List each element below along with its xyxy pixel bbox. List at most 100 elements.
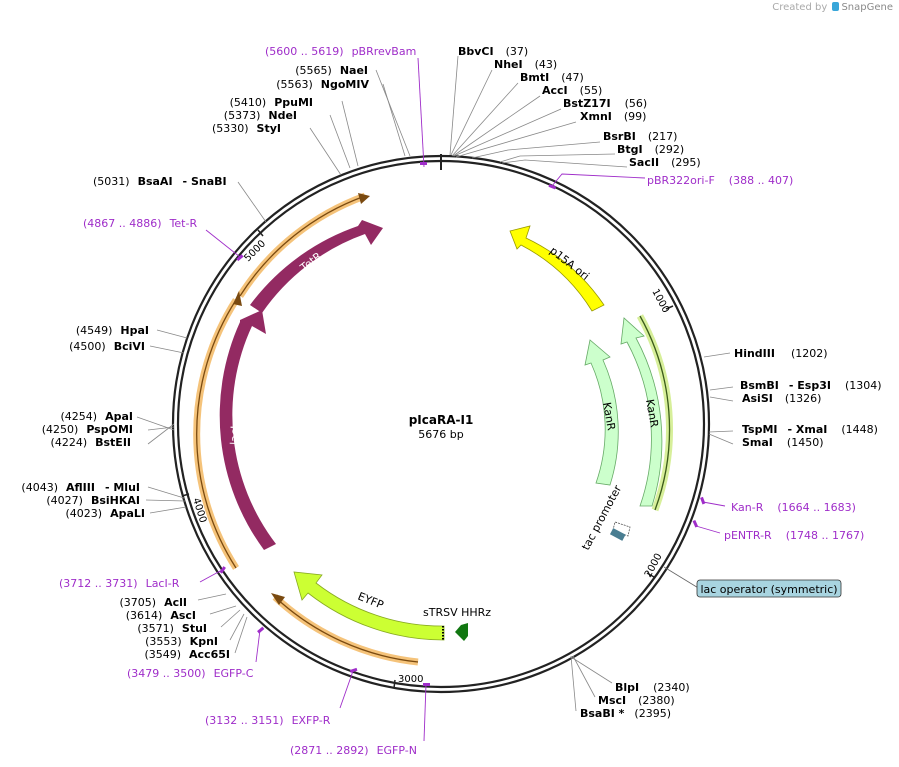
svg-text:(3712 .. 3731)LacI-R: (3712 .. 3731)LacI-R xyxy=(59,577,180,590)
enzyme-KpnI: KpnI xyxy=(190,635,218,648)
svg-text:(2871 .. 2892)EGFP-N: (2871 .. 2892)EGFP-N xyxy=(290,744,417,757)
enzyme-BlpI: BlpI xyxy=(615,681,639,694)
enzyme-BmtI: BmtI xyxy=(520,71,549,84)
primer-EGFP-C: EGFP-C xyxy=(214,667,254,680)
enzyme-AsiSI: AsiSI xyxy=(742,392,773,405)
svg-text:BtgI(292): BtgI(292) xyxy=(617,143,684,156)
svg-text:TspMI- XmaI(1448): TspMI- XmaI(1448) xyxy=(742,423,878,436)
enzyme-NaeI: NaeI xyxy=(340,64,368,77)
enzyme-PpuMI: PpuMI xyxy=(274,96,313,109)
svg-text:pENTR-R(1748 .. 1767): pENTR-R(1748 .. 1767) xyxy=(724,529,864,542)
primer-EGFP-N: EGFP-N xyxy=(377,744,417,757)
enzyme-BciVI: BciVI xyxy=(114,340,145,353)
enzyme-AccI: AccI xyxy=(542,84,568,97)
enzyme-MscI: MscI xyxy=(598,694,626,707)
svg-text:BmtI(47): BmtI(47) xyxy=(520,71,584,84)
enzyme-AclI: AclI xyxy=(164,596,187,609)
eyfp-label: EYFP xyxy=(356,590,386,612)
svg-text:(4250)PspOMI: (4250)PspOMI xyxy=(42,423,133,436)
svg-text:BsmBI- Esp3I(1304): BsmBI- Esp3I(1304) xyxy=(740,379,882,392)
svg-text:pBR322ori-F(388 .. 407): pBR322ori-F(388 .. 407) xyxy=(647,174,793,187)
svg-text:(5031)BsaAI- SnaBI: (5031)BsaAI- SnaBI xyxy=(93,175,227,188)
enzyme-ApaI: ApaI xyxy=(105,410,133,423)
svg-text:(3132 .. 3151)EXFP-R: (3132 .. 3151)EXFP-R xyxy=(205,714,331,727)
svg-text:AsiSI(1326): AsiSI(1326) xyxy=(742,392,821,405)
svg-text:(3479 .. 3500)EGFP-C: (3479 .. 3500)EGFP-C xyxy=(127,667,254,680)
svg-text:(5410)PpuMI: (5410)PpuMI xyxy=(230,96,313,109)
enzyme-AflIII: AflIII xyxy=(66,481,95,494)
lac-operator-label: lac operator (symmetric) xyxy=(700,583,837,596)
credit-brand: SnapGene xyxy=(841,2,893,13)
lacI-label: lacI xyxy=(228,426,242,446)
lac-operator-box xyxy=(696,579,842,598)
primer-EXFP-R: EXFP-R xyxy=(292,714,331,727)
primer-LacI-R: LacI-R xyxy=(146,577,180,590)
svg-text:(4867 .. 4886)Tet-R: (4867 .. 4886)Tet-R xyxy=(83,217,197,230)
enzyme-PspOMI: PspOMI xyxy=(86,423,133,436)
enzyme-HindIII: HindIII xyxy=(734,347,775,360)
primer-pENTR-R: pENTR-R xyxy=(724,529,772,542)
primer-Tet-R: Tet-R xyxy=(169,217,198,230)
enzyme-BtgI: BtgI xyxy=(617,143,643,156)
svg-text:NheI(43): NheI(43) xyxy=(494,58,557,71)
enzyme-BsaBI: BsaBI * xyxy=(580,707,625,720)
svg-text:XmnI(99): XmnI(99) xyxy=(580,110,646,123)
svg-text:(5330)StyI: (5330)StyI xyxy=(212,122,281,135)
enzyme-NgoMIV: NgoMIV xyxy=(321,78,370,91)
svg-text:(5565)NaeI: (5565)NaeI xyxy=(295,64,368,77)
svg-text:(4043)AflIII- MluI: (4043)AflIII- MluI xyxy=(21,481,140,494)
enzyme-SmaI: SmaI xyxy=(742,436,773,449)
kanR-inner-label: KanR xyxy=(600,401,618,432)
svg-text:(3549)Acc65I: (3549)Acc65I xyxy=(144,648,230,661)
plasmid-length: 5676 bp xyxy=(418,428,463,441)
svg-text:SacII(295): SacII(295) xyxy=(629,156,701,169)
sTRSV-HHRz-icon xyxy=(455,623,468,641)
svg-text:(4023)ApaLI: (4023)ApaLI xyxy=(66,507,146,520)
svg-text:(5373)NdeI: (5373)NdeI xyxy=(224,109,297,122)
primer-marks xyxy=(219,162,706,686)
enzyme-StuI: StuI xyxy=(182,622,207,635)
svg-text:(4224)BstEII: (4224)BstEII xyxy=(51,436,131,449)
enzyme-ApaLI: ApaLI xyxy=(110,507,145,520)
p15A-ori-arrow xyxy=(509,225,605,312)
svg-text:BstZ17I(56): BstZ17I(56) xyxy=(563,97,647,110)
svg-text:(4027)BsiHKAI: (4027)BsiHKAI xyxy=(46,494,140,507)
svg-text:(4549)HpaI: (4549)HpaI xyxy=(76,324,149,337)
enzyme-BsaAI: BsaAI xyxy=(138,175,173,188)
snapgene-credit: Created by SnapGene xyxy=(772,2,893,13)
enzyme-AscI: AscI xyxy=(170,609,196,622)
svg-text:(4500)BciVI: (4500)BciVI xyxy=(69,340,145,353)
svg-text:AccI(55): AccI(55) xyxy=(542,84,602,97)
enzyme-BsiHKAI: BsiHKAI xyxy=(91,494,140,507)
primer-Kan-R: Kan-R xyxy=(731,501,764,514)
sTRSV-HHRz-label: sTRSV HHRz xyxy=(423,606,491,619)
enzyme-NheI: NheI xyxy=(494,58,523,71)
kanR-inner-arrow xyxy=(584,339,619,486)
enzyme-NdeI: NdeI xyxy=(268,109,297,122)
svg-text:(3571)StuI: (3571)StuI xyxy=(137,622,207,635)
svg-text:(3553)KpnI: (3553)KpnI xyxy=(145,635,218,648)
svg-text:(3614)AscI: (3614)AscI xyxy=(126,609,196,622)
svg-text:BlpI(2340): BlpI(2340) xyxy=(615,681,690,694)
enzyme-XmnI: XmnI xyxy=(580,110,612,123)
kanR-outer-arrow xyxy=(620,317,663,507)
svg-text:(3705)AclI: (3705)AclI xyxy=(120,596,187,609)
svg-text:(5563)NgoMIV: (5563)NgoMIV xyxy=(276,78,369,91)
tetR-arrow xyxy=(250,220,383,313)
svg-text:Kan-R(1664 .. 1683): Kan-R(1664 .. 1683) xyxy=(731,501,856,514)
primer-leaders xyxy=(199,57,726,742)
svg-text:BbvCI(37): BbvCI(37) xyxy=(458,45,528,58)
svg-text:BsaBI *(2395): BsaBI *(2395) xyxy=(580,707,671,720)
tick-1000: 1000 xyxy=(649,287,674,315)
credit-prefix: Created by xyxy=(772,2,828,13)
primer-pBR322ori-F: pBR322ori-F xyxy=(647,174,715,187)
lac-operator-mark xyxy=(609,528,626,541)
plasmid-name: pIcaRA-I1 xyxy=(409,413,474,427)
enzyme-BbvCI: BbvCI xyxy=(458,45,494,58)
lacI-arrow xyxy=(219,310,276,550)
enzyme-BstEII: BstEII xyxy=(95,436,131,449)
svg-text:(5600 .. 5619)pBRrevBam: (5600 .. 5619)pBRrevBam xyxy=(265,45,416,58)
enzyme-BstZ17I: BstZ17I xyxy=(563,97,611,110)
enzyme-Acc65I: Acc65I xyxy=(189,648,230,661)
